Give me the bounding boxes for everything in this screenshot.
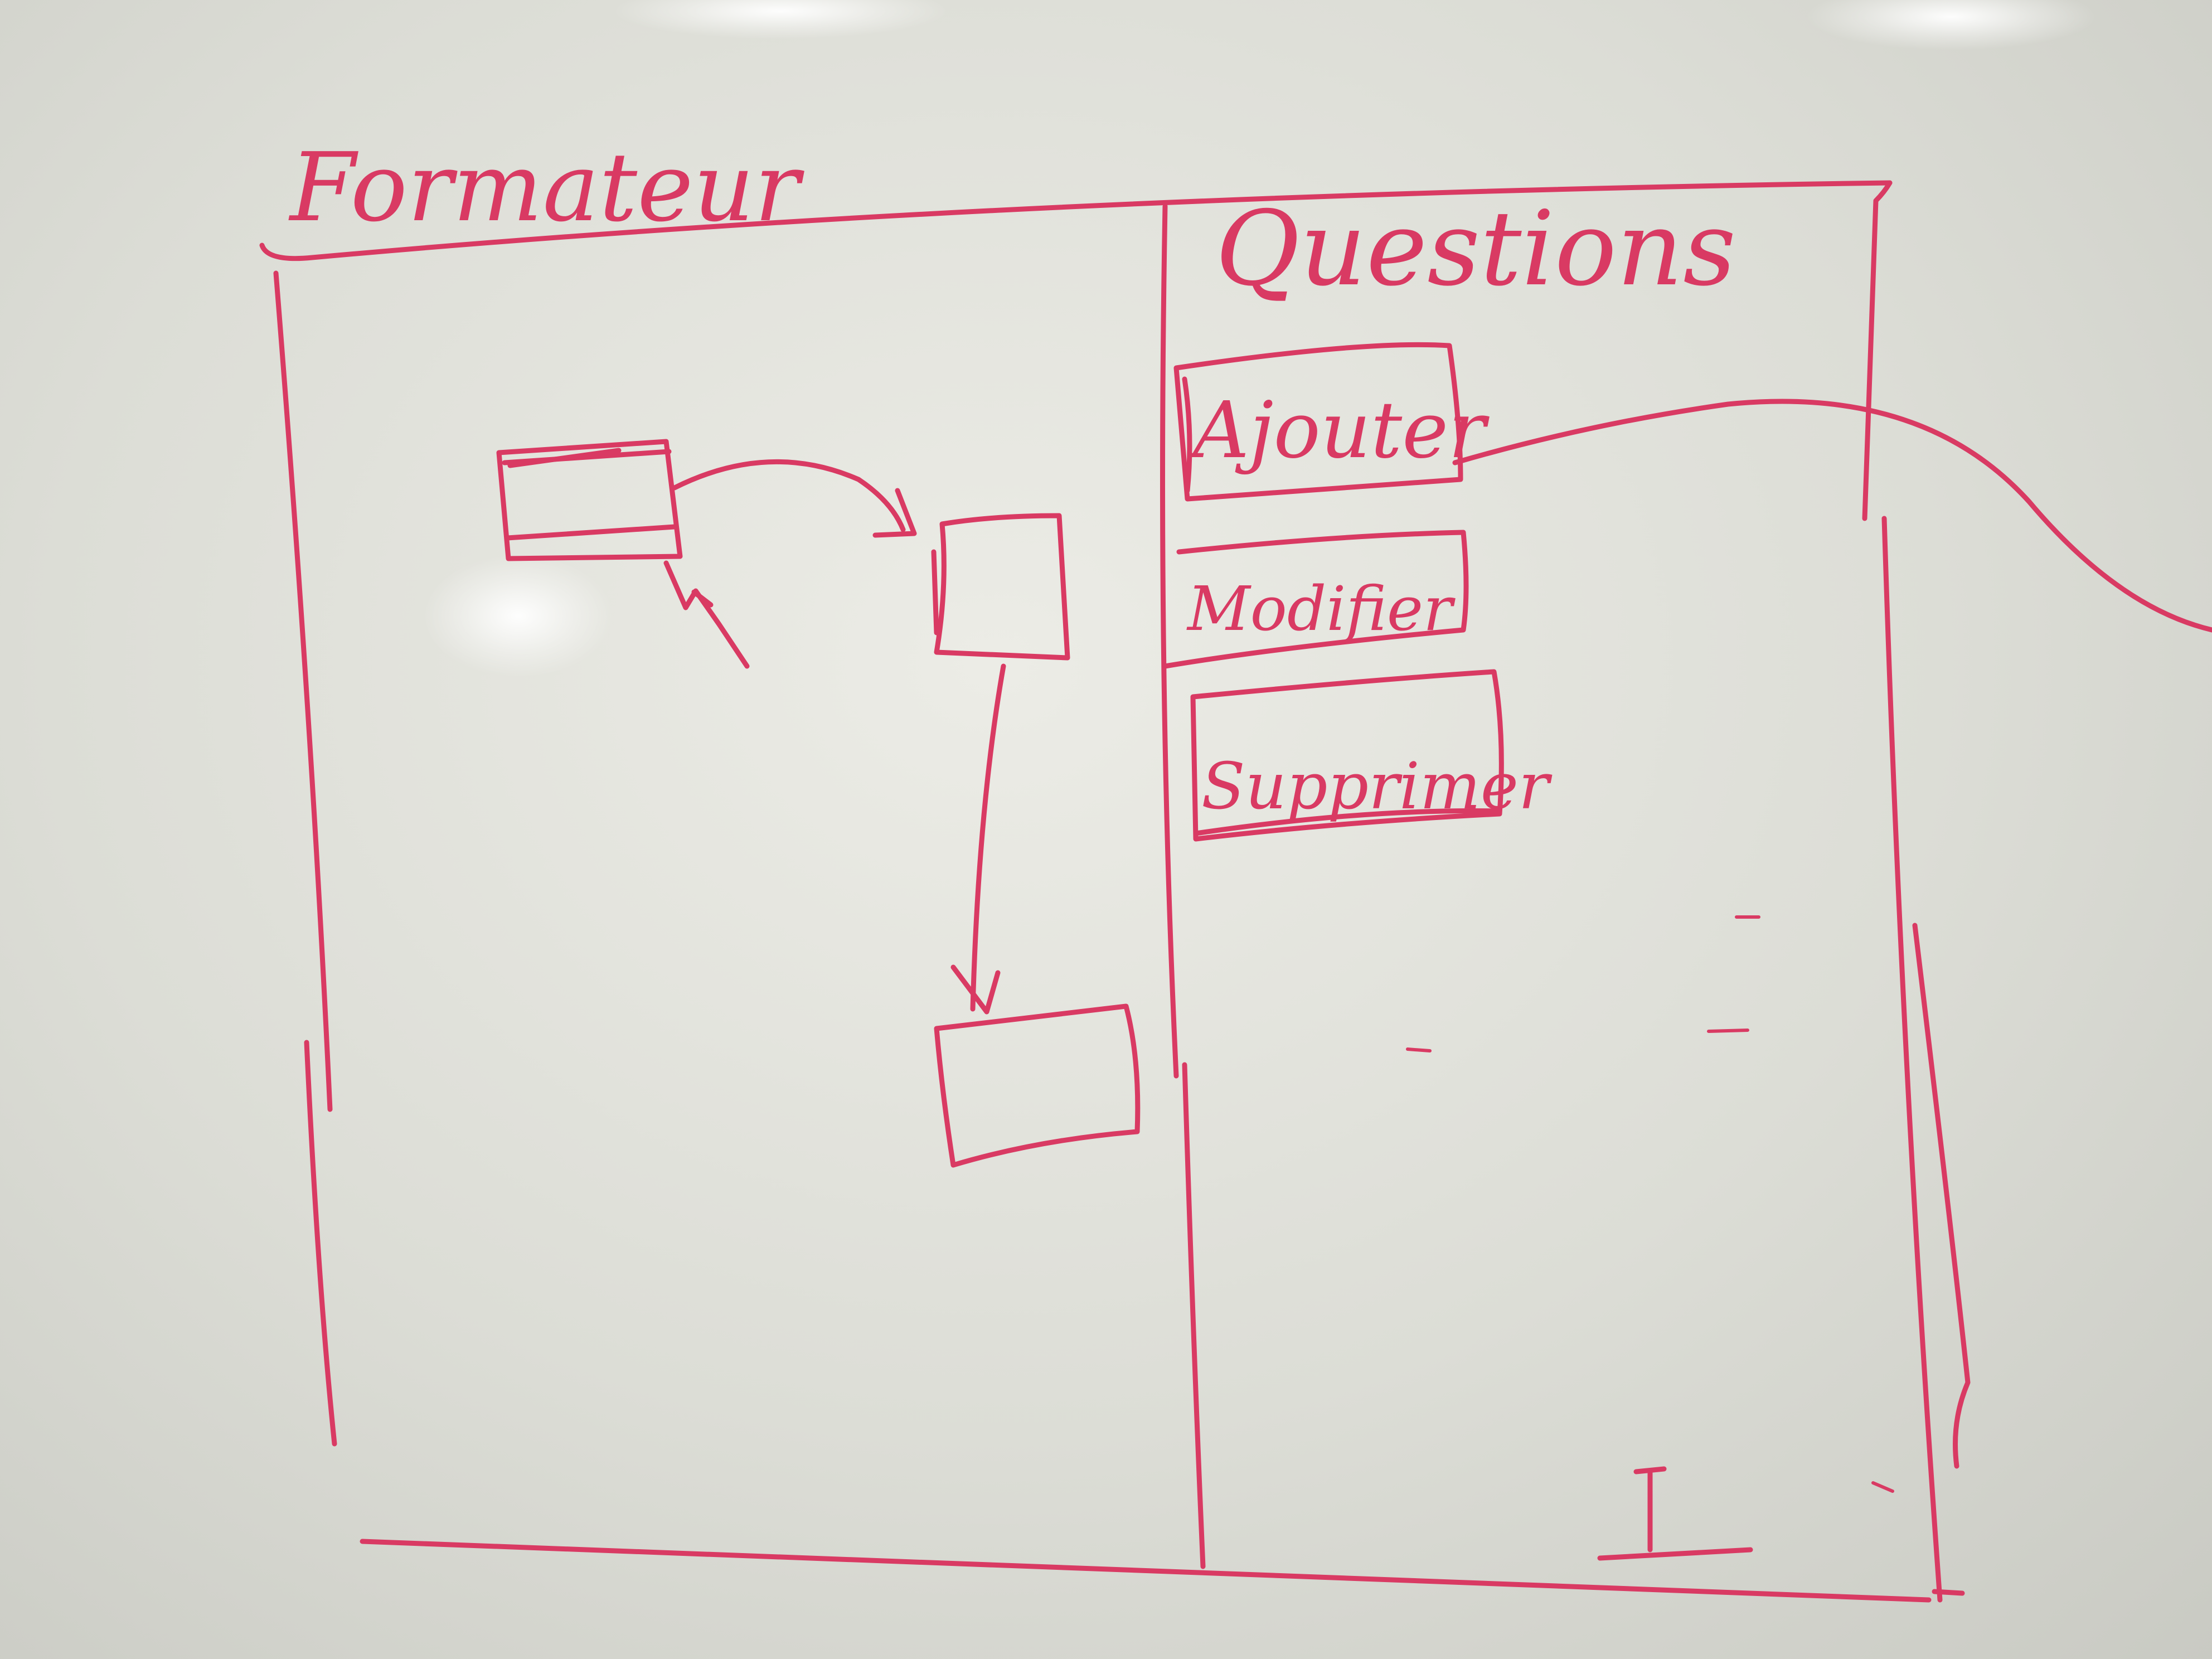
window-frame-corner-tick [1932, 1589, 1965, 1596]
modify-button-label: Modifier [1186, 573, 1456, 644]
add-button-connector [1452, 399, 2212, 633]
flow-box-start-bottom-line [505, 524, 677, 541]
flow-arrow-down-head [950, 964, 1001, 1015]
modify-button-outline [1162, 530, 1469, 669]
cursor-arrow [663, 560, 750, 669]
flow-box-end [934, 1003, 1141, 1168]
delete-button-outline [1190, 669, 1504, 842]
window-frame-left-lower [304, 1040, 337, 1447]
light-reflection [613, 0, 948, 39]
window-frame-right-corner [1862, 180, 1893, 521]
left-panel-title: Formateur [288, 133, 804, 243]
flow-box-start-strike [507, 448, 622, 468]
flow-arrow-right-head [872, 488, 917, 538]
window-frame-top [259, 180, 1893, 261]
panel-divider-lower [1182, 1062, 1206, 1569]
window-frame-right-lower [1881, 516, 1943, 1603]
delete-button-underline [1193, 808, 1502, 836]
flow-box-middle-tick [931, 549, 939, 636]
light-reflection [424, 555, 613, 677]
flow-box-start [496, 439, 683, 561]
window-frame-bottom [360, 1539, 1932, 1603]
right-panel-title: Questions [1215, 188, 1736, 309]
text-cursor-mark [1597, 1466, 1753, 1561]
add-button-label: Ajouter [1187, 385, 1490, 476]
light-reflection [1806, 0, 2096, 50]
delete-button-label: Supprimer [1201, 749, 1553, 824]
panel-divider [1160, 203, 1179, 1079]
flow-box-middle [934, 513, 1070, 661]
stray-mark [1406, 915, 1894, 1493]
add-button-inner [1182, 376, 1192, 493]
window-frame-left [273, 270, 333, 1112]
window-frame-right-outer [1912, 923, 1971, 1469]
add-button-outline [1173, 342, 1463, 502]
flow-arrow-right [672, 459, 906, 532]
flow-arrow-down [970, 663, 1006, 1012]
